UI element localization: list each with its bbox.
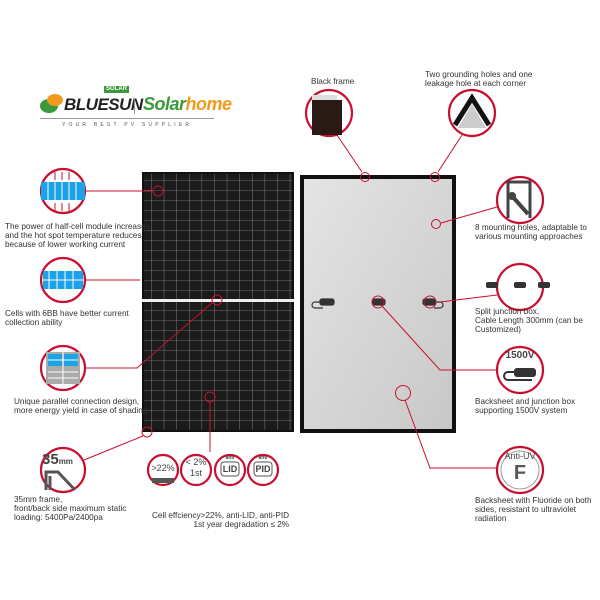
callout-lines xyxy=(83,134,498,469)
parallel-connection-icon xyxy=(46,352,80,384)
partner-name-a: Solar xyxy=(143,94,186,114)
fluoride-letter: F xyxy=(513,462,527,484)
anti-uv-label: Anti-UV xyxy=(504,451,536,461)
junction-box-text: Split junction box,Cable Length 300mm (c… xyxy=(475,307,583,334)
front-panel xyxy=(142,172,294,432)
brand-badge: SOLAR xyxy=(104,86,129,93)
pid-box xyxy=(253,461,273,477)
cable-1500v-icon xyxy=(503,368,536,381)
frame-35mm-icon xyxy=(44,470,77,492)
anti-pid-top: anti xyxy=(258,455,268,461)
efficiency-icon xyxy=(152,478,174,483)
logo-underline xyxy=(40,118,214,119)
anti-uv-icon xyxy=(500,450,540,490)
efficiency-label: >22% xyxy=(151,463,175,473)
partner-name-b: home xyxy=(185,94,233,114)
anti-pid-label: PID xyxy=(255,464,271,474)
partner-name: Solarhome xyxy=(143,95,232,114)
1500v-label: 1500V xyxy=(505,350,535,361)
feature-text-parallel: Unique parallel connection design,more e… xyxy=(14,397,148,415)
logo-leaf-icon xyxy=(40,94,63,113)
lid-box xyxy=(220,461,240,477)
anti-lid-label: LID xyxy=(222,464,238,474)
busbar-icon xyxy=(43,271,83,289)
half-cell-icon xyxy=(41,172,85,211)
degradation-label: < 2% xyxy=(185,457,207,467)
brand-name: BLUESUN xyxy=(64,95,143,114)
frame-corner-icon xyxy=(452,93,492,128)
back-panel xyxy=(300,175,456,433)
frame-35mm-label: 35mm xyxy=(42,451,73,468)
feature-text-frame: 35mm frame,front/back side maximum stati… xyxy=(14,495,127,522)
connector-left xyxy=(319,298,335,306)
wrench-icon xyxy=(506,180,532,218)
logo-separator xyxy=(134,98,135,114)
black-frame-text: Black frame xyxy=(311,77,355,86)
anti-lid-top: anti xyxy=(225,455,235,461)
junction-box-icon xyxy=(486,282,550,288)
tagline: YOUR BEST PV SUPPLIER xyxy=(62,122,193,128)
black-frame-icon xyxy=(312,95,342,135)
junction-box-center xyxy=(372,298,386,306)
degradation-sub: 1st xyxy=(189,468,202,478)
